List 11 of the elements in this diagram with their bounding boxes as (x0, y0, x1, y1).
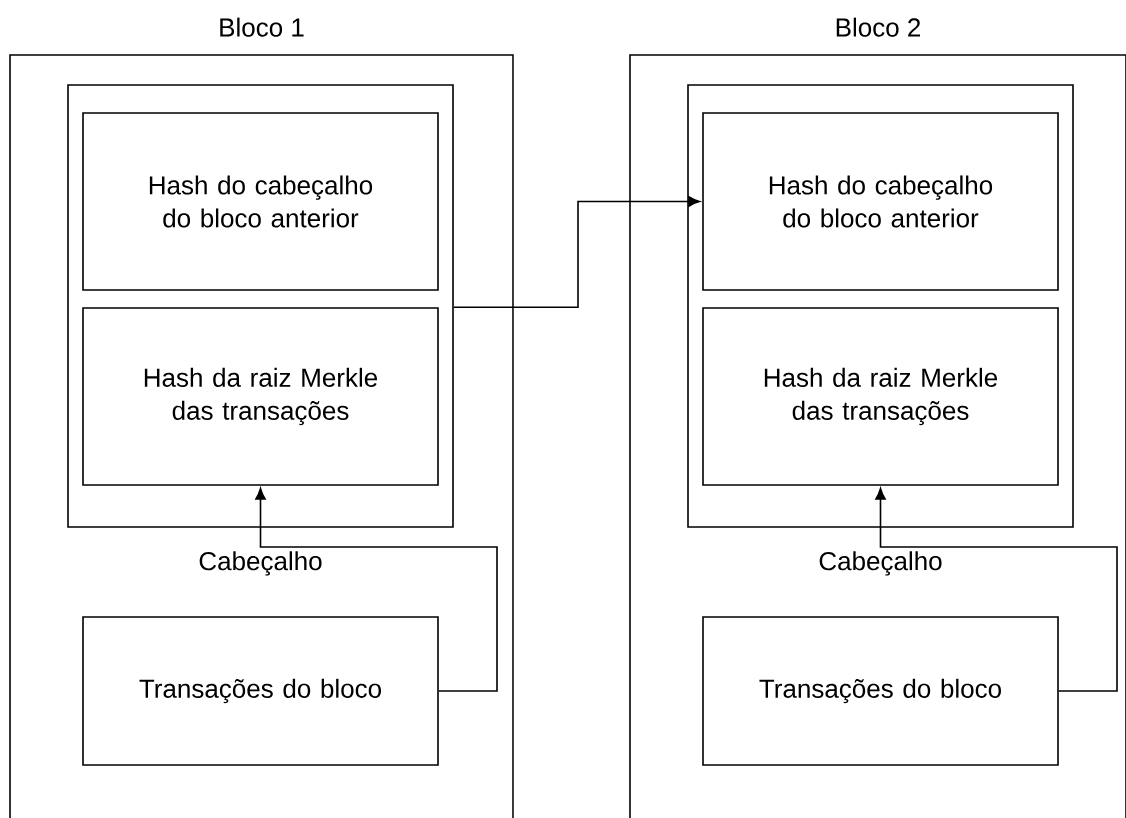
node-label: Cabeçalho (819, 551, 942, 576)
arrow (255, 487, 498, 692)
field-box: Hash da raiz Merkle das transações (702, 307, 1059, 486)
arrow (453, 196, 701, 308)
field-box: Transações do bloco (702, 616, 1059, 766)
field-box: Hash do cabeçalho do bloco anterior (702, 112, 1059, 291)
arrow (875, 487, 1118, 692)
field-box: Transações do bloco (82, 616, 439, 766)
node-label: Cabeçalho (199, 551, 322, 576)
field-box: Hash da raiz Merkle das transações (82, 307, 439, 486)
field-box: Hash do cabeçalho do bloco anterior (82, 112, 439, 291)
